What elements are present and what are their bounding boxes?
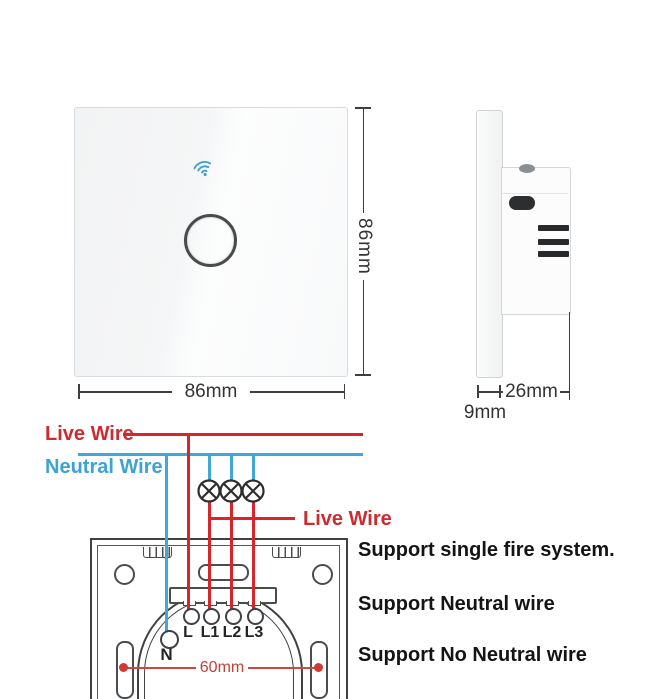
neutral-wire-horizontal (78, 452, 363, 456)
live-wire-label: Live Wire (45, 423, 134, 445)
height-dim-label: 86mm (352, 213, 376, 280)
glass-thickness-label: 9mm (463, 402, 507, 423)
terminal-block-notch (204, 601, 217, 606)
screw-hole (113, 563, 135, 585)
glass-dim-tick-left (477, 385, 479, 398)
live-wire-to-L (187, 434, 190, 610)
terminal-label-L2: L2 (222, 624, 242, 641)
side-view-vent-slot (538, 225, 569, 231)
plate-inner-outline (97, 545, 340, 699)
terminal-block-notch (248, 601, 261, 606)
screw-hole (311, 563, 333, 585)
terminal-label-L1: L1 (200, 624, 220, 641)
side-view-vent-slot (538, 239, 569, 245)
height-dim-tick-bottom (355, 374, 371, 376)
neutral-wire-to-N (164, 455, 168, 631)
plate-center-slot (198, 564, 249, 581)
plate-top-clip (143, 546, 172, 558)
load-live-wire-label: Live Wire (303, 508, 392, 530)
neutral-drop-to-lamp (207, 455, 211, 482)
side-view-vent-slot (538, 251, 569, 257)
terminal-L1 (202, 607, 220, 625)
terminal-label-L3: L3 (244, 624, 264, 641)
height-dim-tick-top (355, 107, 371, 109)
width-dim-label: 86mm (172, 382, 250, 402)
terminal-label-N: N (160, 645, 173, 664)
touch-button-circle (184, 214, 237, 267)
terminal-L (182, 607, 200, 625)
terminal-label-L: L (183, 624, 193, 641)
terminal-block (169, 587, 277, 604)
lamp-wire-to-L3 (251, 500, 255, 610)
depth-dim-label: 26mm (503, 382, 560, 402)
neutral-wire-label: Neutral Wire (45, 456, 163, 478)
wifi-icon (193, 161, 212, 177)
feature-neutral-wire: Support Neutral wire (358, 593, 555, 615)
lamp-wire-to-L1 (207, 500, 211, 610)
terminal-L2 (224, 607, 242, 625)
spacing-dim-dot (314, 663, 323, 672)
terminal-L3 (246, 607, 264, 625)
width-dim-tick-right (343, 384, 345, 399)
spacing-dim-label: 60mm (196, 659, 248, 677)
feature-single-fire: Support single fire system. (358, 539, 615, 561)
side-view-glass-panel (476, 110, 503, 378)
width-dim-tick-left (78, 384, 80, 399)
depth-dim-ext-line (568, 312, 570, 400)
feature-no-neutral-wire: Support No Neutral wire (358, 644, 587, 666)
load-live-wire-link (209, 516, 295, 520)
live-wire-horizontal (123, 432, 363, 436)
terminal-block-notch (226, 601, 239, 606)
lamp-icons (197, 479, 265, 503)
lamp-wire-to-L2 (229, 500, 233, 610)
side-view-clip-notch (509, 196, 535, 210)
spacing-dim-dot (119, 663, 128, 672)
plate-top-clip (272, 546, 301, 558)
side-view-step-line (502, 193, 568, 194)
side-view-screw (519, 164, 535, 173)
terminal-N (159, 629, 179, 649)
neutral-drop-to-lamp (229, 455, 233, 482)
neutral-drop-to-lamp (251, 455, 255, 482)
